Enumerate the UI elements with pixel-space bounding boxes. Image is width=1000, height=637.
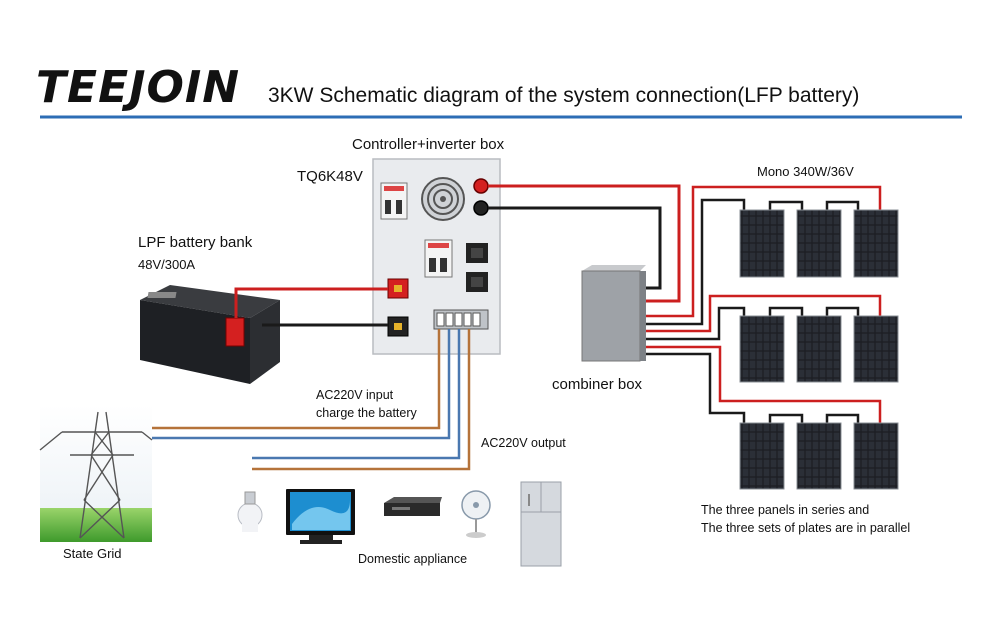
ac-input-label: AC220V input <box>316 388 394 402</box>
light-bulb-icon <box>237 491 263 532</box>
inverter-box <box>372 158 501 355</box>
ac-wires <box>148 329 471 471</box>
pv-positive-terminal <box>473 178 489 194</box>
tv-icon <box>286 489 355 544</box>
fan-icon <box>461 490 491 538</box>
pv-negative-terminal <box>473 200 489 216</box>
dvd-player-icon <box>384 497 442 516</box>
panel-spec-label: Mono 340W/36V <box>757 164 854 179</box>
note-line-2: The three sets of plates are in parallel <box>701 521 911 535</box>
appliances-label: Domestic appliance <box>358 552 468 566</box>
battery-spec-label: 48V/300A <box>138 257 196 272</box>
ac-input-sublabel: charge the battery <box>316 406 417 420</box>
solar-panel-icon <box>739 422 785 490</box>
battery-positive-wire <box>234 287 388 318</box>
inverter-box-label: Controller+inverter box <box>352 136 505 153</box>
ac-output-label: AC220V output <box>481 436 566 450</box>
pv-string-wires <box>646 185 882 423</box>
solar-panel-icon <box>796 422 842 490</box>
solar-panel-icon <box>853 209 899 278</box>
cooling-fan-icon <box>421 177 465 221</box>
page-title: 3KW Schematic diagram of the system conn… <box>268 84 860 107</box>
brand-logo: TEEJOIN <box>36 62 241 113</box>
grid-scene <box>39 405 153 542</box>
pv-negative-main-wire <box>488 206 662 290</box>
inverter-model-label: TQ6K48V <box>297 168 363 185</box>
solar-panel-icon <box>739 315 785 383</box>
solar-panel-icon <box>853 422 899 490</box>
solar-panel-icon <box>796 315 842 383</box>
fridge-icon <box>520 481 562 567</box>
combiner-label: combiner box <box>552 376 643 393</box>
pylon-icon <box>39 411 153 539</box>
battery-name-label: LPF battery bank <box>138 234 253 251</box>
solar-panel-icon <box>796 209 842 278</box>
pv-positive-main-wire <box>488 184 681 303</box>
grid-label: State Grid <box>63 546 122 561</box>
solar-panel-icon <box>853 315 899 383</box>
battery-icon <box>140 285 280 384</box>
solar-array <box>739 209 899 490</box>
solar-panel-icon <box>739 209 785 278</box>
note-line-1: The three panels in series and <box>701 503 870 517</box>
combiner-box <box>581 265 646 362</box>
battery-red-clamp <box>225 317 245 347</box>
grass <box>40 508 152 542</box>
